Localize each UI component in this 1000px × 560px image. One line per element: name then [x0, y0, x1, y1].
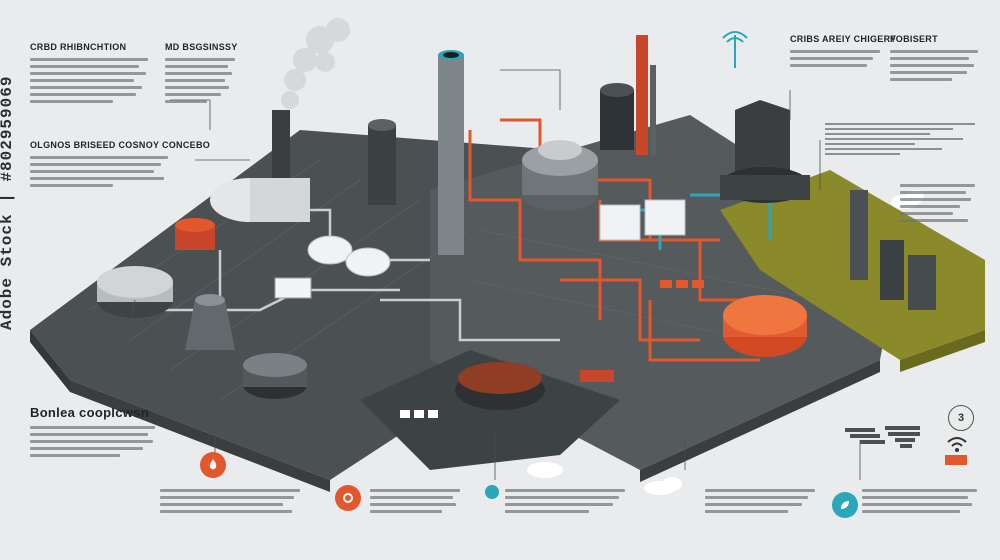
- block-title-5: CRIBS AREIY CHIGERY: [790, 34, 897, 44]
- block-text-1: [30, 54, 148, 107]
- block-text-3: [30, 152, 168, 191]
- stock-watermark-id: Adobe Stock | #802959069: [0, 75, 16, 330]
- world-map: [845, 426, 920, 448]
- flame-icon: [200, 452, 226, 478]
- block-title-4: Bonlea cooplcwsn: [30, 405, 149, 420]
- bottom-text-2: [370, 485, 460, 517]
- cooling-tower: [735, 100, 790, 175]
- step-number-badge: 3: [948, 405, 974, 431]
- bottom-text-4: [705, 485, 815, 517]
- block-text-6: [890, 46, 978, 85]
- block-title-3: OLGNOS BRISEED COSNOY CONCEBO: [30, 140, 211, 150]
- leaf-icon: [832, 492, 858, 518]
- gear-icon: [335, 485, 361, 511]
- block-text-7: [900, 180, 975, 226]
- status-indicator: [945, 455, 967, 465]
- bottom-text-5: [862, 485, 977, 517]
- chimney: [272, 110, 290, 200]
- platform-lower: [360, 350, 620, 470]
- block-text-5: [790, 46, 880, 71]
- bottom-text-1: [160, 485, 300, 517]
- block-text-4: [30, 422, 155, 461]
- bottom-text-3: [505, 485, 625, 517]
- wifi-icon: [946, 435, 968, 453]
- block-title-6: FOBISERT: [890, 34, 938, 44]
- signal-tower-icon: [715, 30, 755, 70]
- block-title-2: MD BSGSINSSY: [165, 42, 238, 52]
- smoke-plume: [281, 18, 350, 109]
- tall-stack: [438, 55, 464, 255]
- block-title-1: CRBD RHIBNCHTION: [30, 42, 127, 52]
- chart-lines-right: [825, 120, 975, 158]
- recycle-icon: [485, 485, 499, 499]
- block-text-2: [165, 54, 235, 107]
